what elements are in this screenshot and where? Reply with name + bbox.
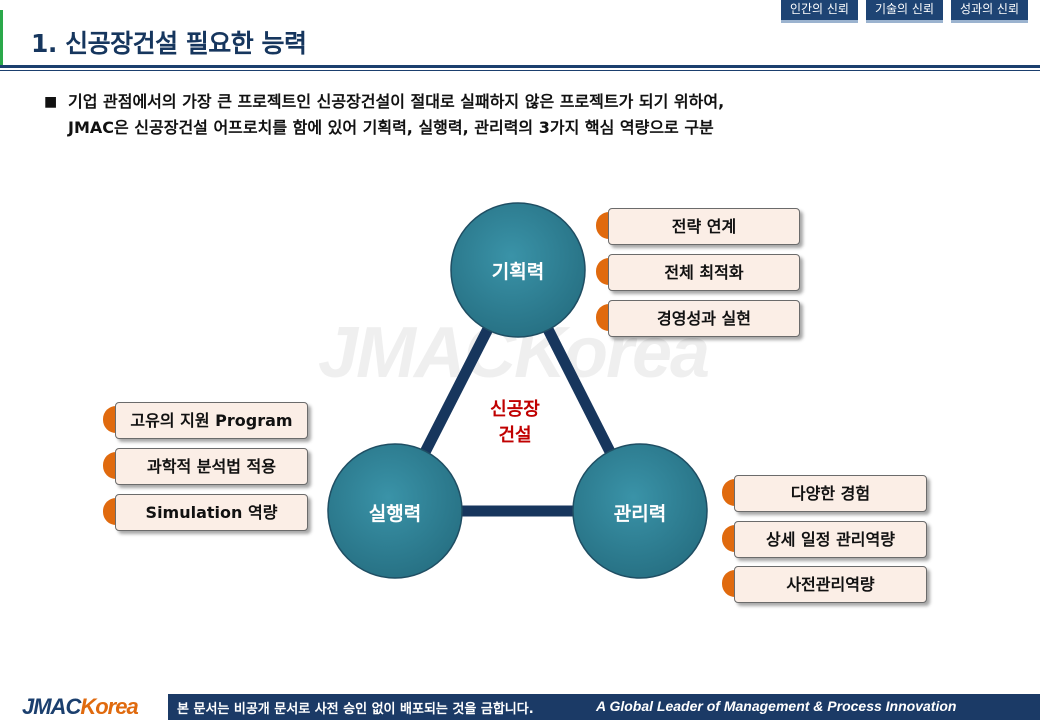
node-label-planning: 기획력 — [491, 261, 545, 283]
tab-tech-trust[interactable]: 기술의 신뢰 — [865, 0, 943, 23]
center-label-line-2: 건설 — [498, 425, 532, 446]
node-circle-management — [572, 443, 708, 579]
confidentiality-notice: 본 문서는 비공개 문서로 사전 승인 없이 배포되는 것을 금합니다. — [177, 702, 534, 717]
tag-label: 상세 일정 관리역량 — [734, 521, 927, 558]
tag-planning-3: 경영성과 실현 — [596, 300, 800, 337]
tag-label: 전략 연계 — [608, 208, 800, 245]
title-divider-thin — [0, 70, 1040, 71]
square-bullet-icon: ■ — [44, 94, 58, 110]
tab-human-trust[interactable]: 인간의 신뢰 — [780, 0, 858, 23]
title-divider — [0, 65, 1040, 68]
center-label-line-1: 신공장 — [490, 399, 540, 420]
tab-performance-trust[interactable]: 성과의 신뢰 — [950, 0, 1028, 23]
tag-label: 경영성과 실현 — [608, 300, 800, 337]
tag-management-1: 다양한 경험 — [722, 475, 927, 512]
page-title: 1. 신공장건설 필요한 능력 — [31, 29, 307, 58]
tag-management-2: 상세 일정 관리역량 — [722, 521, 927, 558]
tag-label: 과학적 분석법 적용 — [115, 448, 308, 485]
footer-bar: 본 문서는 비공개 문서로 사전 승인 없이 배포되는 것을 금합니다. A G… — [168, 694, 1040, 720]
tag-execution-3: Simulation 역량 — [103, 494, 308, 531]
tag-management-3: 사전관리역량 — [722, 566, 927, 603]
logo-text-main: JMAC — [22, 694, 81, 719]
tag-label: 다양한 경험 — [734, 475, 927, 512]
company-slogan: A Global Leader of Management & Process … — [596, 698, 957, 714]
intro-line-1: 기업 관점에서의 가장 큰 프로젝트인 신공장건설이 절대로 실패하지 않은 프… — [68, 92, 725, 111]
tag-planning-2: 전체 최적화 — [596, 254, 800, 291]
tag-label: Simulation 역량 — [115, 494, 308, 531]
top-nav-tabs: 인간의 신뢰 기술의 신뢰 성과의 신뢰 — [780, 0, 1028, 23]
center-label: 신공장 건설 — [465, 397, 565, 449]
node-label-execution: 실행력 — [368, 503, 422, 525]
node-label-management: 관리력 — [613, 503, 667, 525]
tag-label: 전체 최적화 — [608, 254, 800, 291]
header-accent-bar — [0, 10, 3, 68]
tag-label: 사전관리역량 — [734, 566, 927, 603]
tag-execution-2: 과학적 분석법 적용 — [103, 448, 308, 485]
tag-planning-1: 전략 연계 — [596, 208, 800, 245]
logo-text-accent: Korea — [80, 694, 138, 719]
node-circle-execution — [327, 443, 463, 579]
intro-line-2: JMAC은 신공장건설 어프로치를 함에 있어 기획력, 실행력, 관리력의 3… — [68, 118, 714, 137]
tag-execution-1: 고유의 지원 Program — [103, 402, 308, 439]
tag-label: 고유의 지원 Program — [115, 402, 308, 439]
node-circle-planning — [450, 202, 586, 338]
jmac-korea-logo: JMACKorea — [22, 694, 139, 720]
